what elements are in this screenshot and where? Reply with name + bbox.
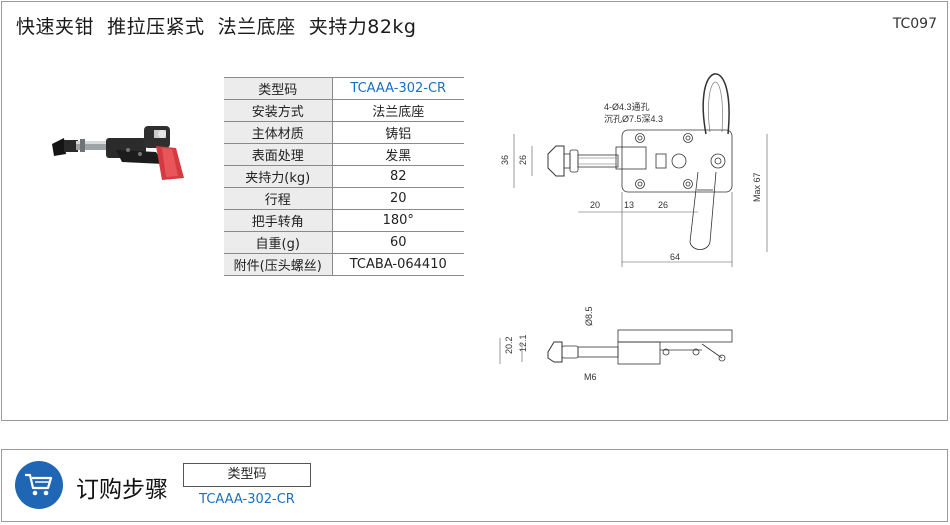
order-panel: 订购步骤 类型码 TCAAA-302-CR xyxy=(1,449,948,522)
spec-value: 20 xyxy=(332,187,464,210)
spec-key: 自重(g) xyxy=(224,231,333,254)
table-row: 主体材质 铸铝 xyxy=(224,121,464,144)
product-code: TC097 xyxy=(892,16,937,32)
spec-value: 发黑 xyxy=(332,143,464,166)
spec-key: 把手转角 xyxy=(224,209,333,232)
spec-key: 夹持力(kg) xyxy=(224,165,333,188)
table-row: 附件(压头螺丝) TCABA-064410 xyxy=(224,253,464,276)
table-row: 类型码 TCAAA-302-CR xyxy=(224,77,464,100)
table-row: 夹持力(kg) 82 xyxy=(224,165,464,188)
spec-value: 180° xyxy=(332,209,464,232)
dim-12-1: 12.1 xyxy=(518,334,528,352)
hole-note-2: 沉孔Ø7.5深4.3 xyxy=(604,114,663,124)
spec-key: 主体材质 xyxy=(224,121,333,144)
type-code-value[interactable]: TCAAA-302-CR xyxy=(199,492,295,507)
page-title: 快速夹钳 推拉压紧式 法兰底座 夹持力82kg xyxy=(16,16,417,38)
dim-20: 20 xyxy=(590,200,600,210)
table-row: 表面处理 发黑 xyxy=(224,143,464,166)
spec-value: TCABA-064410 xyxy=(332,253,464,276)
dim-max-67: Max 67 xyxy=(752,172,762,202)
dim-13: 13 xyxy=(624,200,634,210)
table-row: 安装方式 法兰底座 xyxy=(224,99,464,122)
table-row: 行程 20 xyxy=(224,187,464,210)
table-row: 自重(g) 60 xyxy=(224,231,464,254)
dim-36: 36 xyxy=(500,155,510,165)
clamp-illustration xyxy=(52,126,184,180)
dim-64: 64 xyxy=(670,252,680,262)
dim-20-2: 20.2 xyxy=(504,336,514,354)
dim-26-vertical: 26 xyxy=(518,155,528,165)
spec-key: 安装方式 xyxy=(224,99,333,122)
spec-value: 法兰底座 xyxy=(332,99,464,122)
dim-8-5: Ø8.5 xyxy=(584,306,594,326)
dim-26-horizontal: 26 xyxy=(658,200,668,210)
product-panel: 快速夹钳 推拉压紧式 法兰底座 夹持力82kg TC097 类型码 TCAAA-… xyxy=(1,1,948,421)
spec-value: 60 xyxy=(332,231,464,254)
spec-table: 类型码 TCAAA-302-CR 安装方式 法兰底座 主体材质 铸铝 表面处理 … xyxy=(224,77,464,276)
spec-key: 附件(压头螺丝) xyxy=(224,253,333,276)
spec-value: 82 xyxy=(332,165,464,188)
order-section-title: 订购步骤 xyxy=(76,477,168,503)
table-row: 把手转角 180° xyxy=(224,209,464,232)
spec-key: 行程 xyxy=(224,187,333,210)
shopping-cart-icon xyxy=(15,461,63,509)
technical-drawing: 4-Ø4.3通孔 沉孔Ø7.5深4.3 36 26 20 13 26 64 Ma… xyxy=(499,73,768,382)
spec-key: 表面处理 xyxy=(224,143,333,166)
dim-m6: M6 xyxy=(584,372,597,382)
spec-value: TCAAA-302-CR xyxy=(332,77,464,100)
spec-value: 铸铝 xyxy=(332,121,464,144)
type-code-label: 类型码 xyxy=(183,463,311,487)
product-photo xyxy=(52,126,184,180)
spec-key: 类型码 xyxy=(224,77,333,100)
hole-note-1: 4-Ø4.3通孔 xyxy=(604,102,650,112)
